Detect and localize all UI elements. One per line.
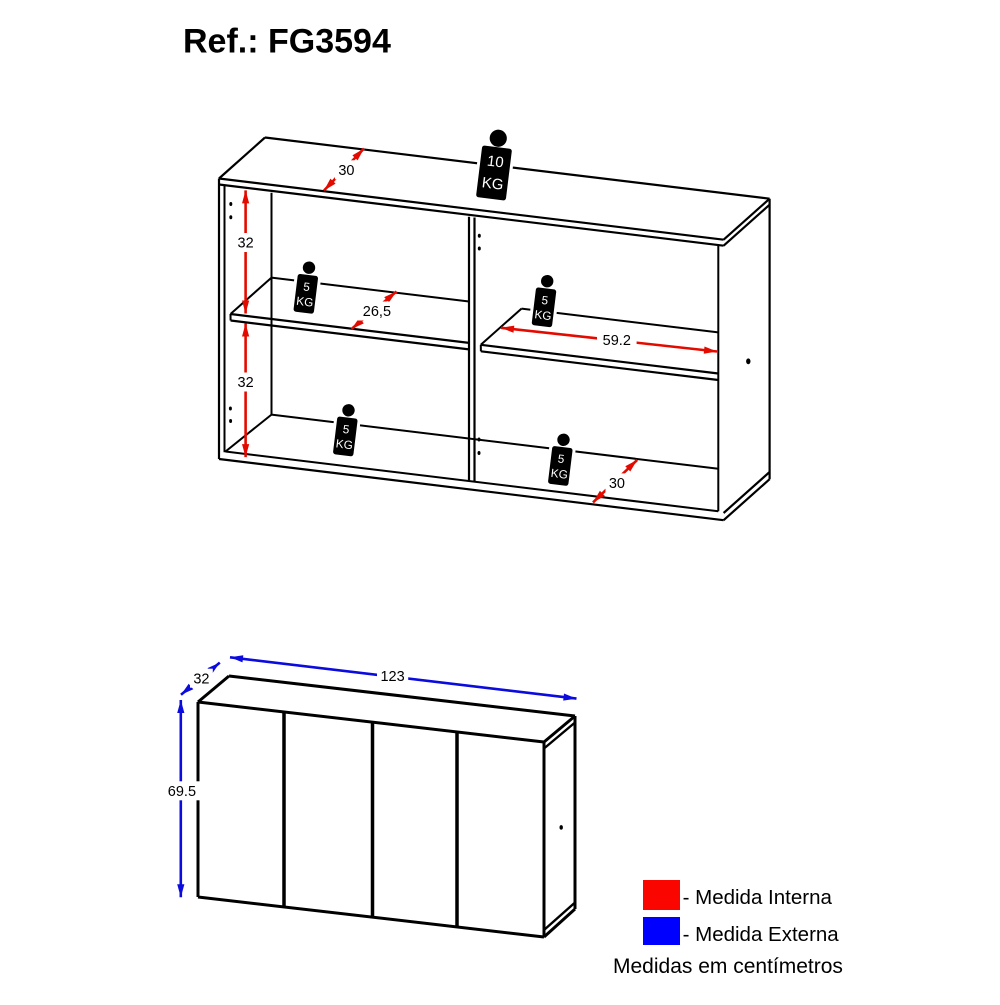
svg-text:30: 30 (338, 163, 354, 179)
svg-text:32: 32 (238, 375, 254, 391)
svg-text:KG: KG (481, 174, 505, 194)
svg-text:- Medida Externa: - Medida Externa (683, 923, 840, 946)
svg-text:26,5: 26,5 (363, 304, 391, 320)
svg-text:32: 32 (238, 236, 254, 252)
svg-text:59.2: 59.2 (603, 333, 631, 349)
svg-text:Ref.: FG3594: Ref.: FG3594 (183, 23, 391, 61)
svg-text:30: 30 (609, 476, 625, 492)
svg-text:KG: KG (534, 307, 553, 323)
svg-text:10: 10 (486, 153, 505, 172)
svg-text:KG: KG (550, 466, 569, 482)
svg-text:69.5: 69.5 (168, 784, 196, 800)
svg-text:123: 123 (380, 669, 404, 685)
svg-text:- Medida Interna: - Medida Interna (683, 886, 833, 909)
svg-text:KG: KG (335, 436, 354, 452)
svg-text:KG: KG (296, 294, 315, 310)
svg-text:Medidas em centímetros: Medidas em centímetros (613, 955, 843, 978)
svg-text:32: 32 (193, 671, 209, 687)
